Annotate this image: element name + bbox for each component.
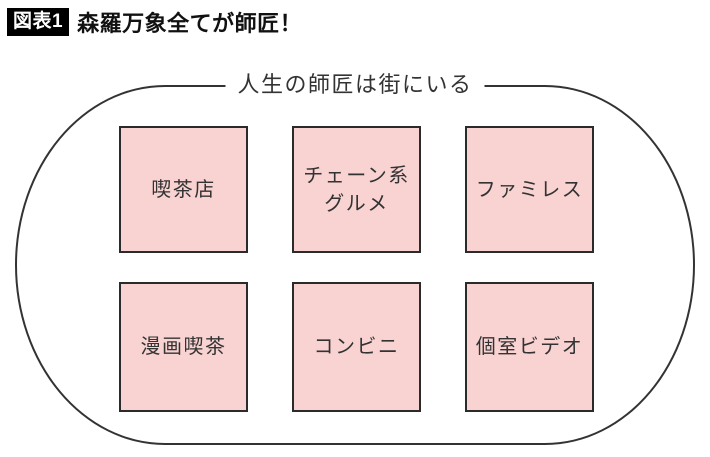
mentor-box-coffee-shop: 喫茶店: [119, 126, 248, 253]
mentor-box-convenience-store: コンビニ: [292, 282, 421, 412]
mentor-box-label: コンビニ: [313, 336, 400, 358]
mentor-box-family-restaurant: ファミレス: [465, 126, 594, 253]
figure-number-badge: 図表1: [7, 8, 70, 36]
mentor-box-chain-gourmet: チェーン系 グルメ: [292, 126, 421, 253]
mentor-box-private-video-room: 個室ビデオ: [465, 282, 594, 412]
figure-title: 森羅万象全てが師匠！: [77, 11, 303, 36]
mentor-box-label: 漫画喫茶: [140, 336, 227, 358]
figure-header: 図表1 森羅万象全てが師匠！: [7, 6, 302, 38]
outline-caption: 人生の師匠は街にいる: [225, 72, 485, 98]
mentor-box-label: 個室ビデオ: [475, 336, 584, 358]
mentor-grid: 喫茶店 チェーン系 グルメ ファミレス 漫画喫茶 コンビニ 個室ビデオ: [119, 126, 594, 412]
mentor-box-label: ファミレス: [475, 178, 584, 201]
mentor-box-label: 喫茶店: [151, 178, 216, 201]
mentor-box-manga-cafe: 漫画喫茶: [119, 282, 248, 412]
mentor-box-label: チェーン系 グルメ: [303, 164, 410, 215]
